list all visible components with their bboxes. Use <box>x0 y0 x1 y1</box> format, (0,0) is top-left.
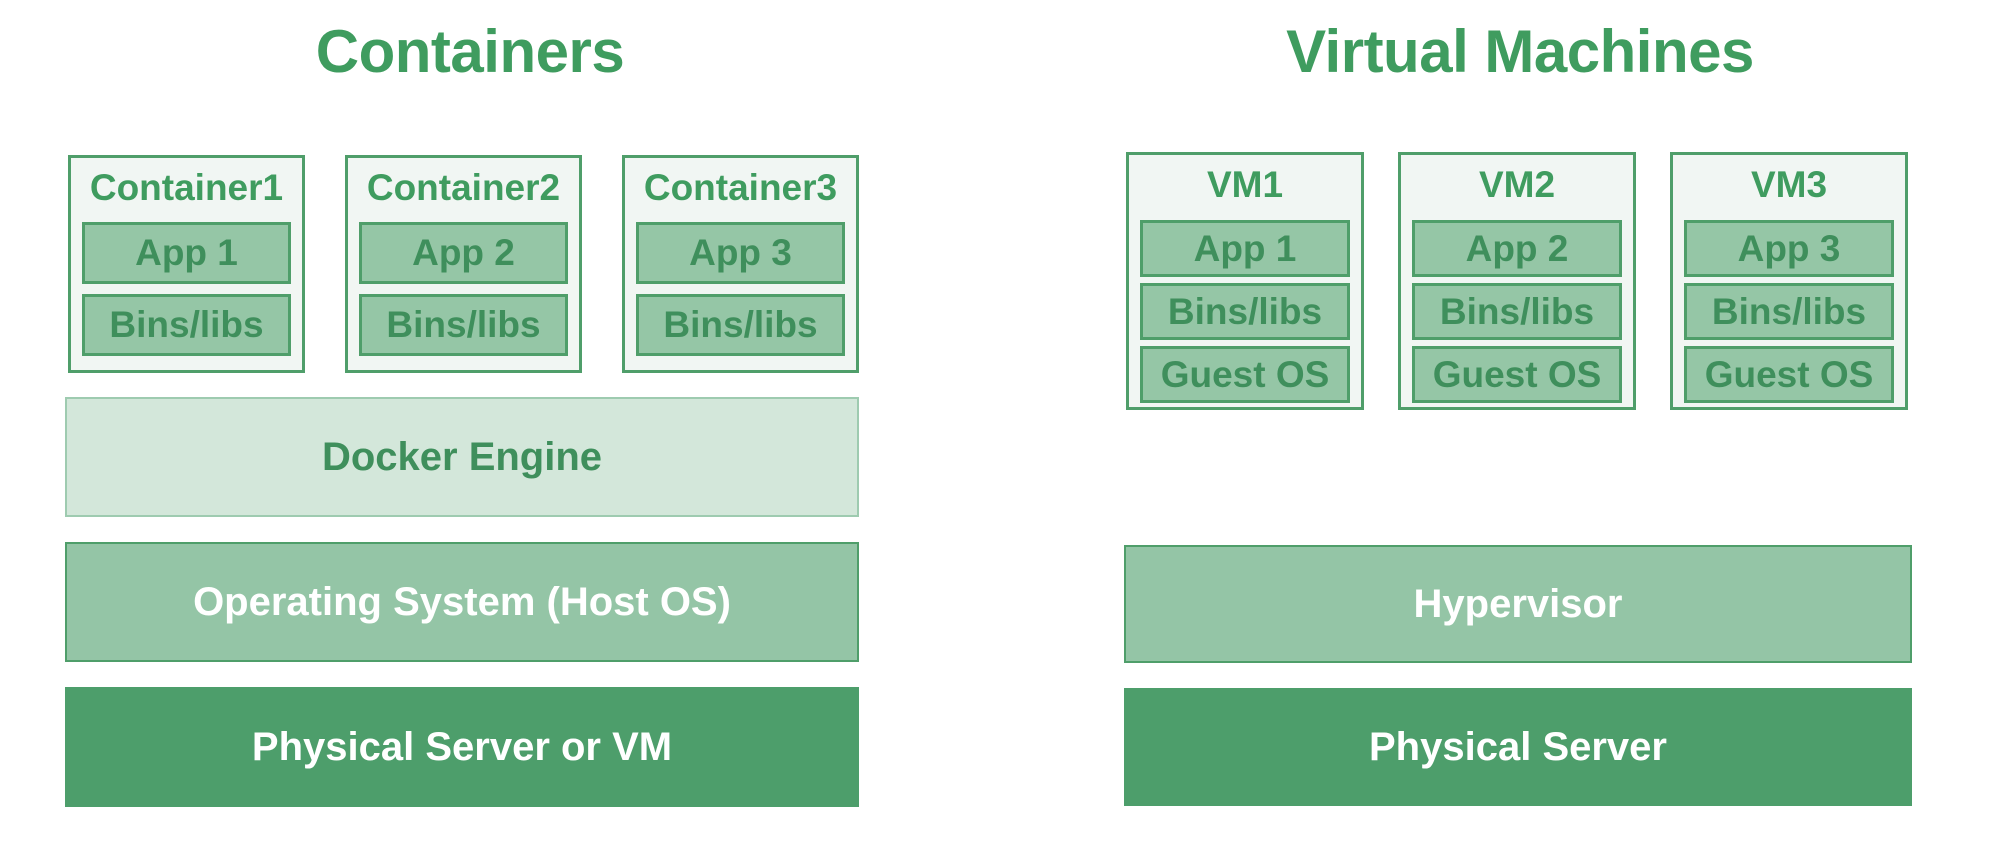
docker-engine-bar: Docker Engine <box>65 397 859 517</box>
vm-2-layer-guest-os: Guest OS <box>1412 346 1622 403</box>
virtual-machines-title: Virtual Machines <box>1286 18 1754 85</box>
vm-3-label: VM3 <box>1750 164 1828 205</box>
container-2-label: Container2 <box>366 167 561 208</box>
vm-1-label: VM1 <box>1206 164 1284 205</box>
container-3-layer-bins: Bins/libs <box>636 294 845 356</box>
physical-server-or-vm-bar: Physical Server or VM <box>65 687 859 807</box>
vm-1-layer-bins: Bins/libs <box>1140 283 1350 340</box>
vm-2-layer-bins: Bins/libs <box>1412 283 1622 340</box>
container-2-layer-app: App 2 <box>359 222 568 284</box>
host-os-bar: Operating System (Host OS) <box>65 542 859 662</box>
vm-3-layer-guest-os: Guest OS <box>1684 346 1894 403</box>
container-3-layer-app: App 3 <box>636 222 845 284</box>
vm-2-layer-app: App 2 <box>1412 220 1622 277</box>
container-1-layer-app: App 1 <box>82 222 291 284</box>
vm-2-label: VM2 <box>1478 164 1556 205</box>
container-2-layer-bins: Bins/libs <box>359 294 568 356</box>
vm-3-layer-bins: Bins/libs <box>1684 283 1894 340</box>
container-1-label: Container1 <box>89 167 284 208</box>
vm-1-layer-guest-os: Guest OS <box>1140 346 1350 403</box>
physical-server-bar: Physical Server <box>1124 688 1912 806</box>
hypervisor-bar: Hypervisor <box>1124 545 1912 663</box>
containers-title: Containers <box>315 18 625 85</box>
vm-1-layer-app: App 1 <box>1140 220 1350 277</box>
container-1-layer-bins: Bins/libs <box>82 294 291 356</box>
container-3-label: Container3 <box>643 167 838 208</box>
vm-3-layer-app: App 3 <box>1684 220 1894 277</box>
